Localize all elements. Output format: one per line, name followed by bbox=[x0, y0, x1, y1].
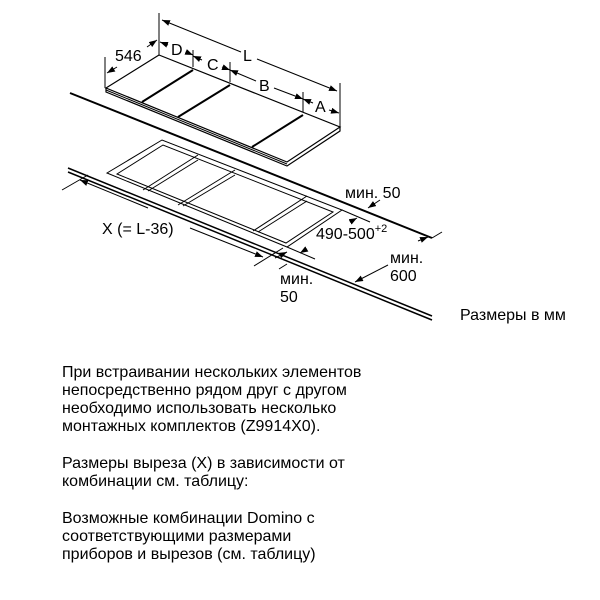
label-min-50-back: мин. 50 bbox=[345, 185, 401, 202]
label-C: C bbox=[207, 57, 219, 74]
countertop-back-edge bbox=[69, 92, 433, 239]
note-line: Размеры выреза (X) в зависимости от bbox=[62, 455, 345, 472]
note-line: При встраивании нескольких элементов bbox=[62, 364, 362, 381]
hob-assembly bbox=[104, 54, 342, 167]
note-line: соответствующими размерами bbox=[62, 528, 292, 545]
label-min-50-front-1: мин. bbox=[280, 271, 313, 288]
note-line: непосредственно рядом друг с другом bbox=[62, 382, 347, 399]
label-min-600-2: 600 bbox=[390, 268, 417, 285]
label-A: A bbox=[315, 99, 326, 116]
label-L: L bbox=[243, 48, 252, 65]
countertop-front-edge bbox=[67, 167, 433, 317]
note-line: приборов и вырезов (см. таблицу) bbox=[62, 546, 316, 563]
note-line: монтажных комплектов (Z9914X0). bbox=[62, 418, 321, 435]
label-cutout-depth: 490-500+2 bbox=[316, 223, 387, 243]
units-note: Размеры в мм bbox=[460, 307, 566, 324]
label-min-50-front-2: 50 bbox=[280, 289, 298, 306]
installation-notes: При встраивании нескольких элементов неп… bbox=[62, 364, 361, 583]
note-line: комбинации см. таблицу: bbox=[62, 473, 249, 490]
label-min-600-1: мин. bbox=[390, 250, 423, 267]
note-paragraph: При встраивании нескольких элементов неп… bbox=[62, 364, 361, 436]
note-paragraph: Возможные комбинации Domino с соответств… bbox=[62, 510, 361, 564]
note-line: Возможные комбинации Domino с bbox=[62, 510, 315, 527]
label-B: B bbox=[259, 78, 270, 95]
label-cutout-width: X (= L-36) bbox=[102, 221, 174, 238]
note-paragraph: Размеры выреза (X) в зависимости от комб… bbox=[62, 455, 361, 491]
label-546: 546 bbox=[115, 48, 142, 65]
label-D: D bbox=[171, 42, 183, 59]
note-line: необходимо использовать несколько bbox=[62, 400, 337, 417]
